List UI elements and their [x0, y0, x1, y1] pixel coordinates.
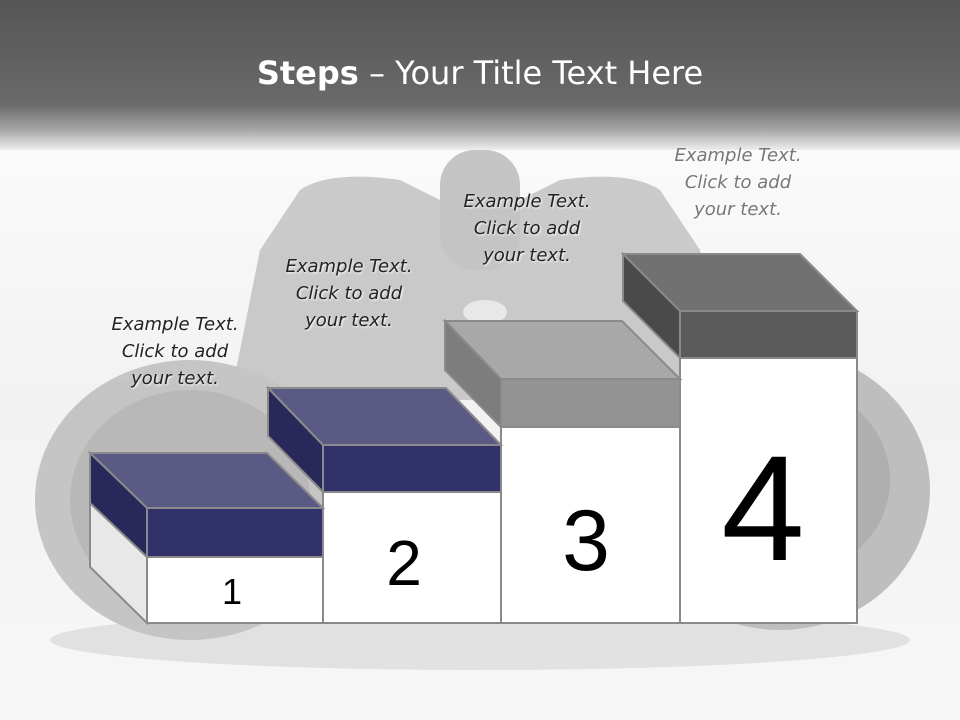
step-caption-3[interactable]: Example Text. Click to add your text.	[463, 191, 591, 266]
step-block-2[interactable]	[265, 385, 504, 495]
step-number-4: 4	[721, 424, 804, 592]
step-caption-2[interactable]: Example Text. Click to add your text.	[285, 256, 413, 331]
step-block-1[interactable]	[87, 450, 326, 560]
title-rest: – Your Title Text Here	[358, 54, 704, 92]
title-bold: Steps	[256, 54, 359, 92]
step-number-3: 3	[562, 493, 610, 589]
step-number-2: 2	[386, 527, 422, 599]
step-caption-1[interactable]: Example Text. Click to add your text.	[111, 314, 239, 389]
slide-title[interactable]: Steps – Your Title Text Here	[0, 54, 960, 92]
step-block-4[interactable]	[620, 251, 860, 361]
step-number-1: 1	[222, 571, 242, 612]
step-block-3[interactable]	[442, 318, 683, 430]
podium-step-4	[679, 357, 858, 624]
title-bar: Steps – Your Title Text Here	[0, 0, 960, 150]
podium	[89, 357, 858, 626]
podium-step-3	[500, 426, 681, 624]
step-caption-4[interactable]: Example Text. Click to add your text.	[674, 145, 802, 220]
